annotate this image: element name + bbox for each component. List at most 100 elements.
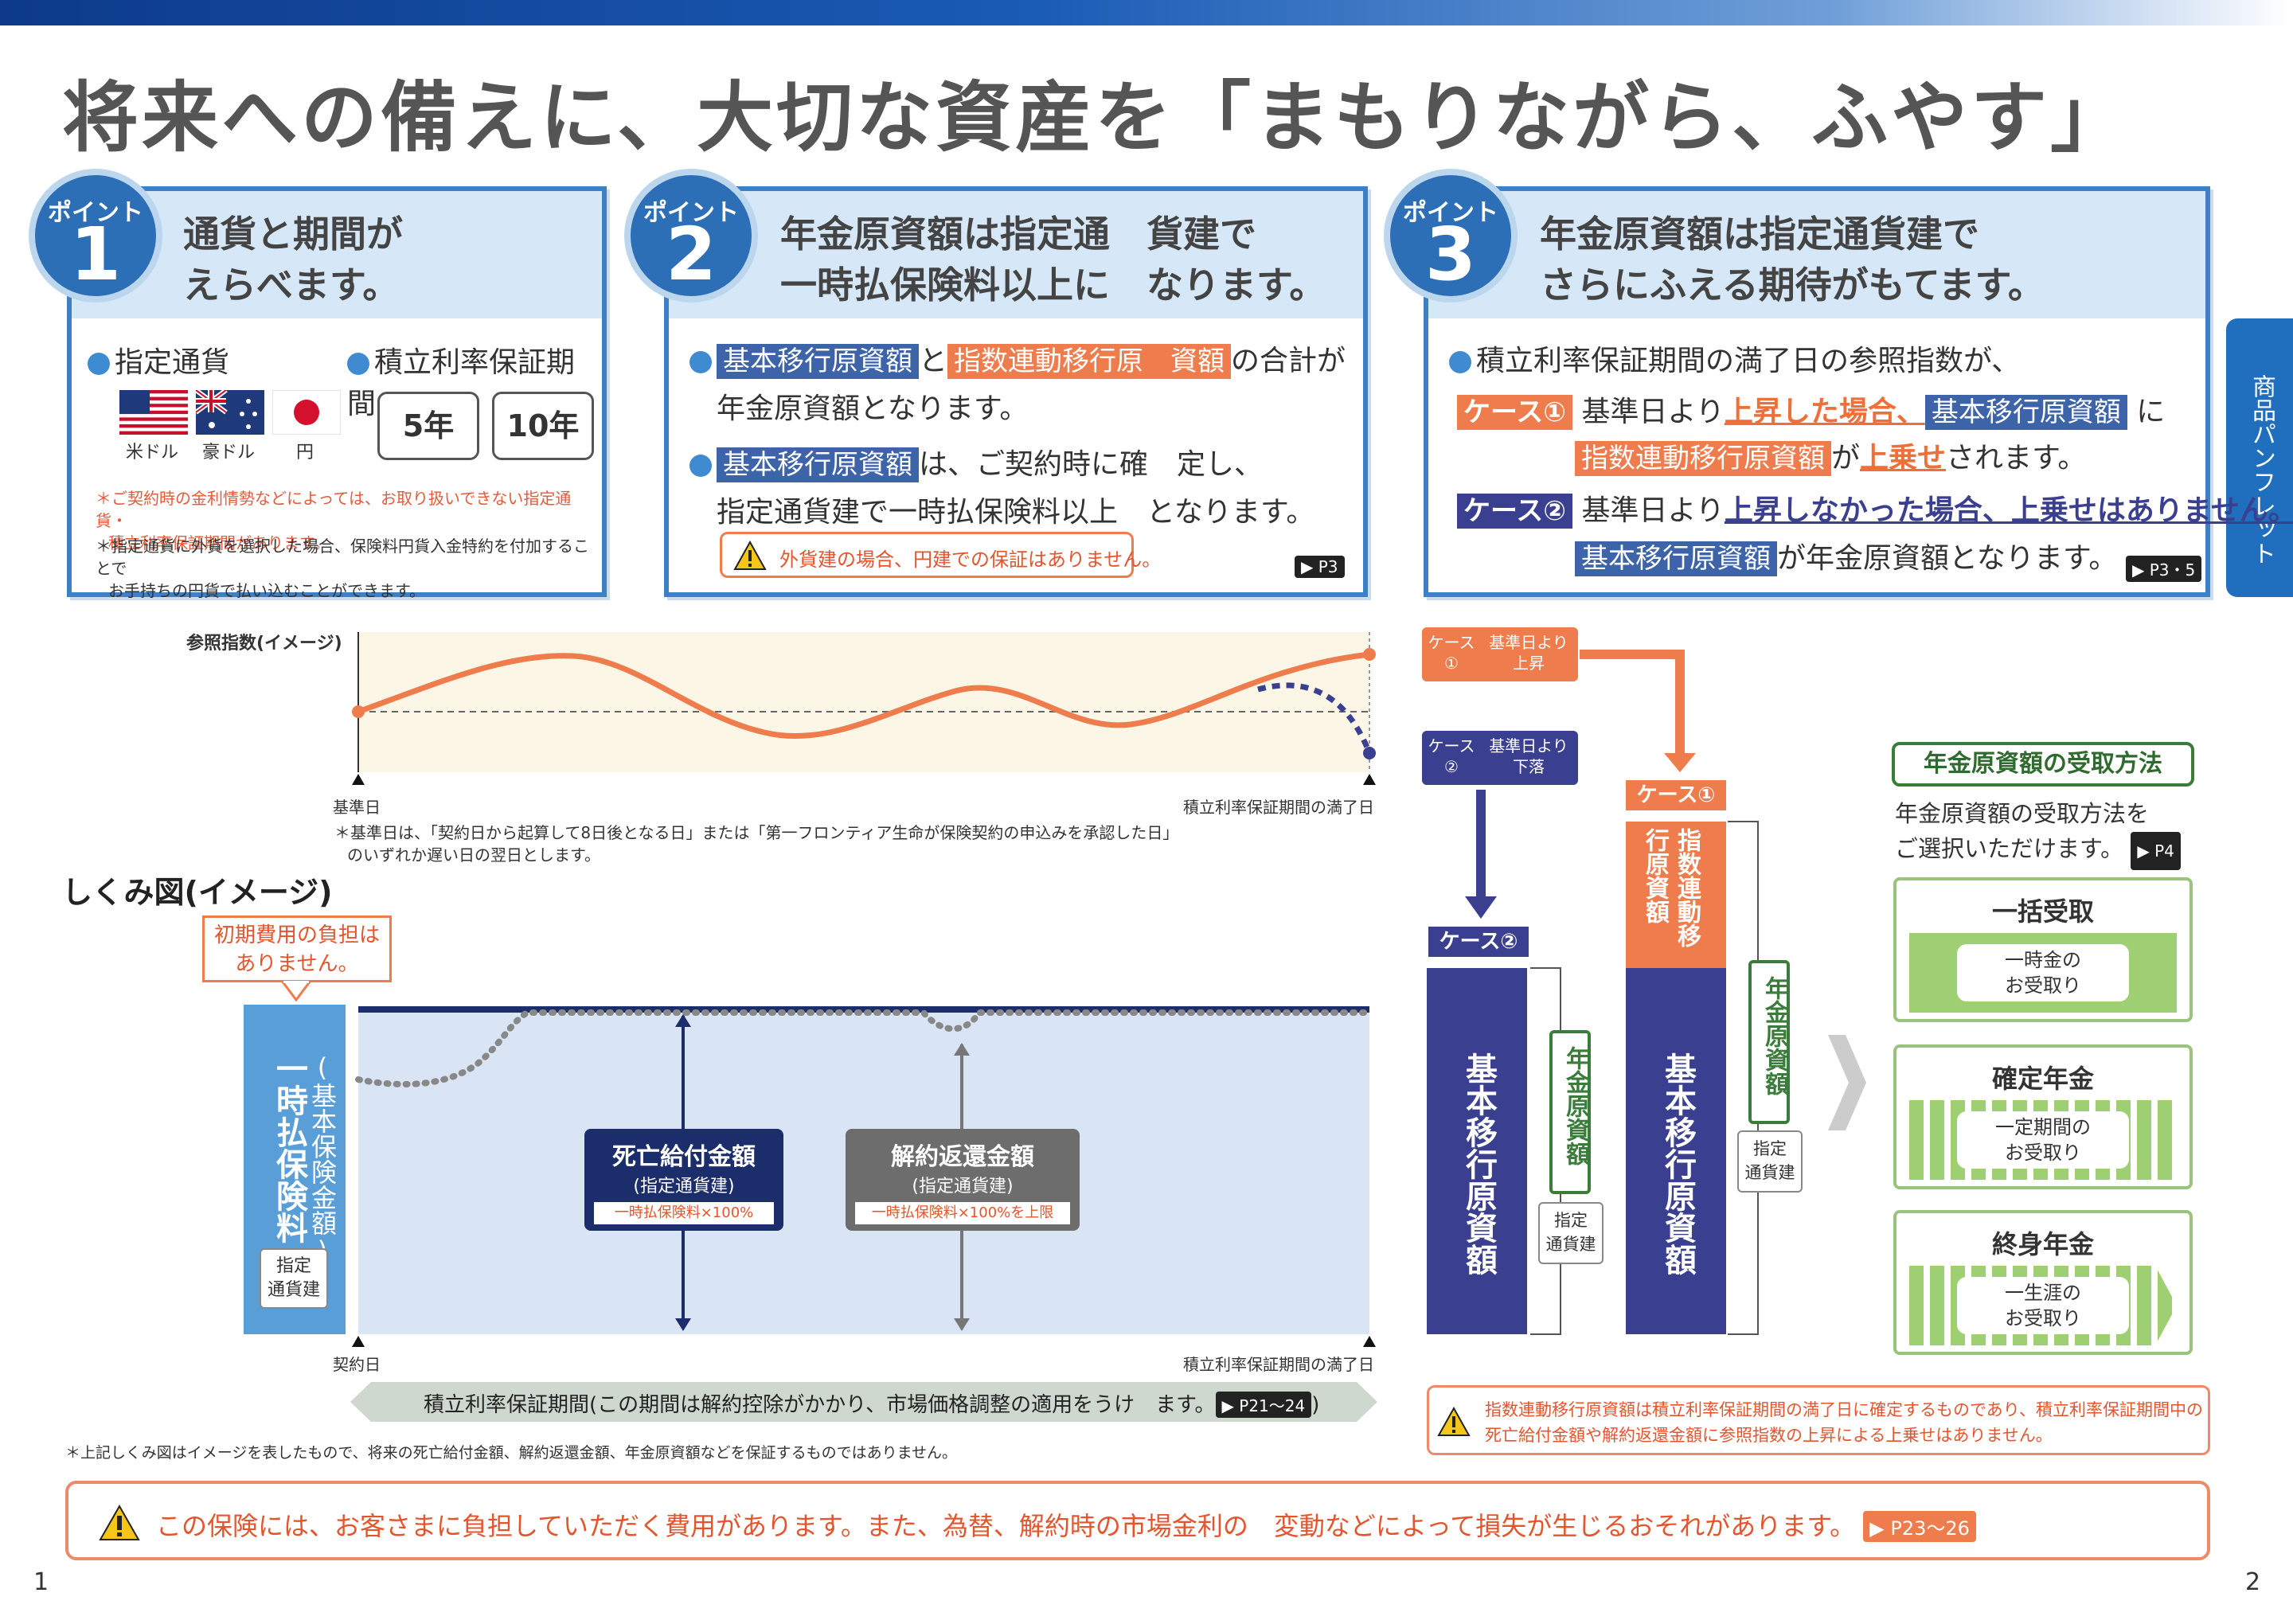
receive-option-lifetime[interactable]: 終身年金 一生涯の お受取り xyxy=(1893,1210,2193,1355)
contract-date-label: 契約日 xyxy=(333,1355,381,1374)
bottom-warning: この保険には、お客さまに負担していただく費用があります。また、為替、解約時の市場… xyxy=(65,1481,2210,1560)
side-tab[interactable]: 商品パンフレット xyxy=(2226,318,2293,597)
point1-title: 通貨と期間が えらべます。 xyxy=(183,213,403,306)
point3-case1-line1: ケース① 基準日より上昇した場合、基本移行原資額 に xyxy=(1457,388,2165,430)
point3-header: 年金原資額は指定通貨建で さらにふえる期待がもてます。 xyxy=(1428,191,2205,318)
case2-annuity-tag: 年金原資額 xyxy=(1549,1030,1591,1194)
index-chart-note: ＊基準日は、「契約日から起算して8日後となる日」または「第一フロンティア生命が保… xyxy=(334,823,1179,865)
mechanism-heading: しくみ図(イメージ) xyxy=(62,875,333,910)
label-jpy: 円 xyxy=(296,443,314,463)
case1-index-column: 指数連動移行原資額 xyxy=(1626,822,1726,968)
bullet-icon xyxy=(1449,351,1471,373)
top-gradient-bar xyxy=(0,0,2293,25)
case-arrows xyxy=(1465,650,1696,919)
point1-panel: 通貨と期間が えらべます。 指定通貨 積立利率保証期間 米ドル 豪ド xyxy=(67,186,607,600)
point3-case2-line1: ケース② 基準日より上昇しなかった場合、上乗せはありません。 xyxy=(1457,487,2293,529)
point2-title: 年金原資額は指定通 貨建で 一時払保険料以上に なります。 xyxy=(780,213,1326,306)
index-start-point xyxy=(352,705,365,718)
point3-badge: ポイント 3 xyxy=(1384,169,1518,303)
warning-icon xyxy=(99,1505,140,1540)
premium-currency-tag: 指定 通貨建 xyxy=(260,1248,328,1309)
page-number-right: 2 xyxy=(2245,1568,2261,1596)
end-marker-icon xyxy=(1363,774,1376,785)
point3-line1: 積立利率保証期間の満了日の参照指数が、 xyxy=(1449,338,2020,379)
bottom-warning-ref[interactable]: ▶ P23〜26 xyxy=(1863,1511,1976,1542)
currency-heading: 指定通貨 xyxy=(88,339,229,381)
point2-header: 年金原資額は指定通 貨建で 一時払保険料以上に なります。 xyxy=(669,191,1363,318)
point2-line2: 年金原資額となります。 xyxy=(717,392,1029,425)
index-end-point-rise xyxy=(1363,648,1376,661)
index-chart-bg xyxy=(358,632,1369,772)
point1-note2: ＊指定通貨に外貨を選択した場合、保険料円貨入金特約を付加することで お手持ちの円… xyxy=(96,537,589,600)
case1-base-column: 基本移行原資額 xyxy=(1626,968,1726,1334)
page-title: 将来への備えに、大切な資産を「まもりながら、ふやす」 xyxy=(62,73,2131,162)
period-bar-text: 積立利率保証期間(この期間は解約控除がかかり、市場価格調整の適用をうけ ます。▶… xyxy=(424,1392,1320,1418)
flag-jpy xyxy=(271,389,342,438)
au-flag-icon xyxy=(194,388,264,435)
receive-desc: 年金原資額の受取方法を ご選択いただけます。 ▶ P4 xyxy=(1895,796,2181,870)
bullet-icon xyxy=(347,353,369,375)
mechanism-end-label: 積立利率保証期間の満了日 xyxy=(1183,1355,1374,1374)
surrender-arrow-up-icon xyxy=(954,1043,970,1056)
case2-arrow-head-icon xyxy=(1465,896,1497,919)
index-chart-ylabel: 参照指数(イメージ) xyxy=(186,634,342,654)
surrender-value-line xyxy=(355,1009,1373,1087)
case1-base-label: 基本移行原資額 xyxy=(1659,1052,1696,1275)
mechanism-end-marker-icon xyxy=(1363,1336,1376,1347)
case1-currency-tag: 指定 通貨建 xyxy=(1737,1130,1803,1193)
flag-aud xyxy=(194,388,264,438)
period-10yr: 10年 xyxy=(492,392,594,460)
period-heading: 積立利率保証期間 xyxy=(347,346,576,420)
period-ref[interactable]: ▶ P21〜24 xyxy=(1215,1392,1312,1418)
surrender-arrow-down-icon xyxy=(954,1318,970,1331)
premium-sub-label: (基本保険金額) xyxy=(307,1052,338,1266)
surrender-value-box: 解約返還金額 (指定通貨建) 一時払保険料×100%を上限 xyxy=(846,1129,1080,1231)
case1-annuity-tag: 年金原資額 xyxy=(1748,960,1790,1124)
case1-index-label: 指数連動移行原資額 xyxy=(1641,828,1701,947)
period-5yr: 5年 xyxy=(377,392,479,460)
index-chart xyxy=(352,632,1376,785)
contract-marker-icon xyxy=(352,1336,365,1347)
point3-case2-line2: 基本移行原資額が年金原資額となります。 xyxy=(1575,535,2117,576)
index-start-label: 基準日 xyxy=(333,798,381,817)
start-marker-icon xyxy=(352,774,365,785)
bullet-icon xyxy=(88,353,110,375)
chevron-right-icon xyxy=(1828,1035,1866,1130)
receive-heading: 年金原資額の受取方法 xyxy=(1892,742,2194,787)
label-aud: 豪ドル xyxy=(202,443,256,463)
case2-label: ケース② xyxy=(1428,927,1529,957)
chart-case1-tag: ケース ① 基準日より 上昇 xyxy=(1422,627,1578,681)
point3-case1-line2: 指数連動移行原資額が上乗せされます。 xyxy=(1575,435,2086,476)
side-tab-label: 商品パンフレット xyxy=(2248,374,2275,565)
receive-ref[interactable]: ▶ P4 xyxy=(2131,832,2181,870)
callout-pointer-icon xyxy=(280,981,312,1001)
point3-title: 年金原資額は指定通貨建で さらにふえる期待がもてます。 xyxy=(1540,213,2045,306)
point2-badge: ポイント 2 xyxy=(624,169,758,303)
mechanism-footnote: ＊上記しくみ図はイメージを表したもので、将来の死亡給付金額、解約返還金額、年金原… xyxy=(65,1444,958,1462)
point1-note1: ＊ご契約時の金利情勢などによっては、お取り扱いできない指定通貨・ 積立利率保証期… xyxy=(96,489,572,552)
period-bar-shape xyxy=(350,1382,1377,1422)
us-flag-icon xyxy=(119,390,188,435)
point3-ref[interactable]: ▶ P3・5 xyxy=(2126,556,2202,582)
case2-base-label: 基本移行原資額 xyxy=(1460,1052,1497,1275)
premium-label: 一時払保険料 xyxy=(271,1052,307,1243)
receive-option-lumpsum[interactable]: 一括受取 一時金の お受取り xyxy=(1893,877,2193,1022)
case1-label: ケース① xyxy=(1626,780,1726,810)
warning-icon xyxy=(733,541,767,570)
point2-line3: 基本移行原資額は、ご契約時に確 定し、 xyxy=(689,441,1263,482)
case2-currency-tag: 指定 通貨建 xyxy=(1538,1202,1604,1264)
warning-icon xyxy=(1437,1407,1471,1436)
index-end-label: 積立利率保証期間の満了日 xyxy=(1183,798,1374,817)
point2-panel: 年金原資額は指定通 貨建で 一時払保険料以上に なります。 基本移行原資額と指数… xyxy=(664,186,1368,597)
point2-ref[interactable]: ▶ P3 xyxy=(1295,556,1345,578)
index-end-point-fall xyxy=(1363,747,1376,759)
bullet-icon xyxy=(689,455,712,477)
point1-header: 通貨と期間が えらべます。 xyxy=(72,191,602,318)
case1-arrow-head-icon xyxy=(1664,753,1696,772)
receive-option-fixed[interactable]: 確定年金 一定期間の お受取り xyxy=(1893,1044,2193,1189)
point3-panel: 年金原資額は指定通貨建で さらにふえる期待がもてます。 積立利率保証期間の満了日… xyxy=(1424,186,2293,597)
premium-column: 一時払保険料 (基本保険金額) 指定 通貨建 xyxy=(244,1005,346,1334)
cases-warning: 指数連動移行原資額は積立利率保証期間の満了日に確定するものであり、積立利率保証期… xyxy=(1427,1385,2210,1455)
death-arrow-up-icon xyxy=(675,1014,691,1027)
death-benefit-box: 死亡給付金額 (指定通貨建) 一時払保険料×100% xyxy=(584,1129,783,1231)
